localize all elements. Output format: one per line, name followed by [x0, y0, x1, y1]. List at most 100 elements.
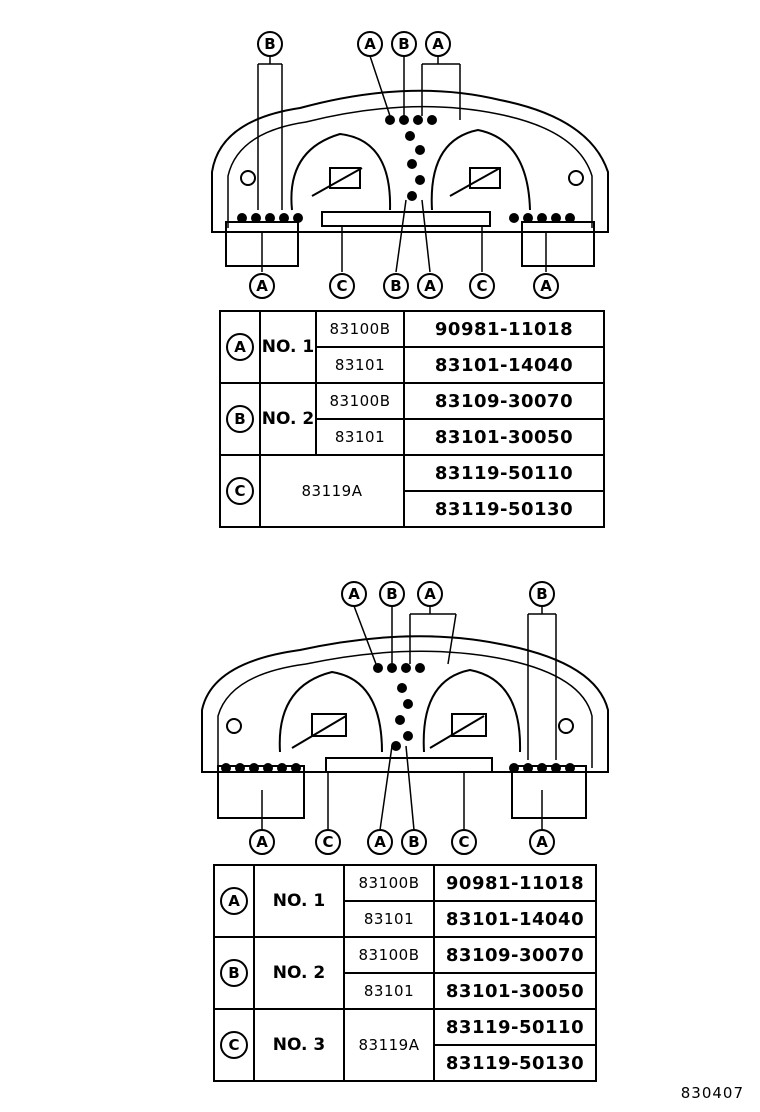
- callout-a: [417, 581, 443, 607]
- part-number: 83119-50130: [403, 490, 605, 528]
- part-number: 83101-30050: [403, 418, 605, 456]
- callout-b: [401, 829, 427, 855]
- figure-id: 830407: [680, 1084, 744, 1102]
- key-cell: C: [213, 1008, 255, 1082]
- callout-label: B: [390, 277, 401, 295]
- cluster-housing-outline: [201, 635, 609, 773]
- sub-cell: 83100B: [343, 864, 435, 902]
- group-cell: NO. 2: [253, 936, 345, 1010]
- leader-lines: [257, 55, 547, 273]
- part-number: 83119-50110: [433, 1008, 597, 1046]
- part-number: 90981-11018: [403, 310, 605, 348]
- table-row: A NO. 1 83100B 90981-11018: [219, 310, 605, 384]
- callout-a: [367, 829, 393, 855]
- callout-a: [249, 829, 275, 855]
- table-row: C NO. 3 83119A 83119-50110: [213, 1008, 597, 1082]
- table-row: 83101 83101-14040: [220, 346, 605, 384]
- instrument-cluster-diagram-bottom: A B A B A C A B C A: [0, 570, 760, 860]
- instrument-cluster-diagram-top: B A B A A C B A C A: [0, 0, 760, 300]
- tachometer-gauge: [430, 128, 531, 211]
- callout-label: C: [322, 833, 333, 851]
- sub-cell: 83100B: [343, 936, 435, 974]
- callout-b: [379, 581, 405, 607]
- key-badge: B: [220, 959, 248, 987]
- callout-b: [529, 581, 555, 607]
- callout-a: [417, 273, 443, 299]
- table-row: C 83119A 83119-50110: [219, 454, 605, 528]
- callout-label: A: [374, 833, 386, 851]
- callout-label: A: [256, 833, 268, 851]
- table-row: 83101 83101-30050: [220, 418, 605, 456]
- sub-cell: 83101: [315, 418, 405, 456]
- callout-b: [383, 273, 409, 299]
- callout-c: [329, 273, 355, 299]
- table-row: 83101 83101-30050: [214, 972, 597, 1010]
- sub-cell: 83100B: [315, 382, 405, 420]
- key-badge: B: [226, 405, 254, 433]
- callout-label: A: [348, 585, 360, 603]
- callout-label: A: [536, 833, 548, 851]
- part-number: 83109-30070: [433, 936, 597, 974]
- table-row: A NO. 1 83100B 90981-11018: [213, 864, 597, 938]
- callout-label: B: [408, 833, 419, 851]
- sub-cell: 83101: [343, 972, 435, 1010]
- key-cell: B: [219, 382, 261, 456]
- callout-a: [425, 31, 451, 57]
- callout-a: [357, 31, 383, 57]
- callout-label: C: [476, 277, 487, 295]
- group-cell: 83119A: [259, 454, 405, 528]
- bulb-sockets: [221, 663, 575, 773]
- callout-b: [391, 31, 417, 57]
- callout-label: B: [264, 35, 275, 53]
- key-cell: A: [219, 310, 261, 384]
- speedometer-gauge: [290, 132, 392, 211]
- callout-label: C: [336, 277, 347, 295]
- group-cell: NO. 3: [253, 1008, 345, 1082]
- bulb-sockets: [237, 115, 575, 223]
- speedometer-gauge: [278, 670, 383, 753]
- parts-table-bottom: A NO. 1 83100B 90981-11018 83101 83101-1…: [213, 864, 597, 1082]
- part-number: 83101-14040: [433, 900, 597, 938]
- group-cell: NO. 1: [253, 864, 345, 938]
- callout-label: A: [432, 35, 444, 53]
- part-number: 83119-50130: [433, 1044, 597, 1082]
- callout-b: [257, 31, 283, 57]
- callout-a: [341, 581, 367, 607]
- callout-label: A: [256, 277, 268, 295]
- callout-label: A: [364, 35, 376, 53]
- table-row: 83119-50130: [214, 1044, 597, 1082]
- parts-table-top: A NO. 1 83100B 90981-11018 83101 83101-1…: [219, 310, 605, 528]
- callouts-upper-bottom: A B A B: [341, 581, 555, 607]
- leader-lines: [261, 605, 557, 831]
- key-badge: A: [226, 333, 254, 361]
- key-badge: A: [220, 887, 248, 915]
- callout-c: [469, 273, 495, 299]
- cluster-housing-inner: [217, 650, 593, 768]
- callout-label: C: [458, 833, 469, 851]
- key-cell: B: [213, 936, 255, 1010]
- key-badge: C: [226, 477, 254, 505]
- callout-c: [451, 829, 477, 855]
- sub-cell: 83100B: [315, 310, 405, 348]
- callout-c: [315, 829, 341, 855]
- sub-cell: 83119A: [343, 1008, 435, 1082]
- callout-a: [249, 273, 275, 299]
- callout-label: B: [386, 585, 397, 603]
- cluster-housing-outline: [211, 89, 609, 233]
- part-number: 83109-30070: [403, 382, 605, 420]
- key-cell: C: [219, 454, 261, 528]
- callout-label: B: [398, 35, 409, 53]
- group-cell: NO. 2: [259, 382, 317, 456]
- part-number: 83101-14040: [403, 346, 605, 384]
- part-number: 90981-11018: [433, 864, 597, 902]
- table-row: B NO. 2 83100B 83109-30070: [219, 382, 605, 456]
- key-badge: C: [220, 1031, 248, 1059]
- key-cell: A: [213, 864, 255, 938]
- callouts-lower-top: A C B A C A: [249, 273, 559, 299]
- display-strip: [321, 211, 491, 227]
- sub-cell: 83101: [315, 346, 405, 384]
- tachometer-gauge: [422, 668, 522, 753]
- callout-a: [529, 829, 555, 855]
- cluster-housing-inner: [227, 105, 593, 228]
- callouts-lower-bottom: A C A B C A: [249, 829, 555, 855]
